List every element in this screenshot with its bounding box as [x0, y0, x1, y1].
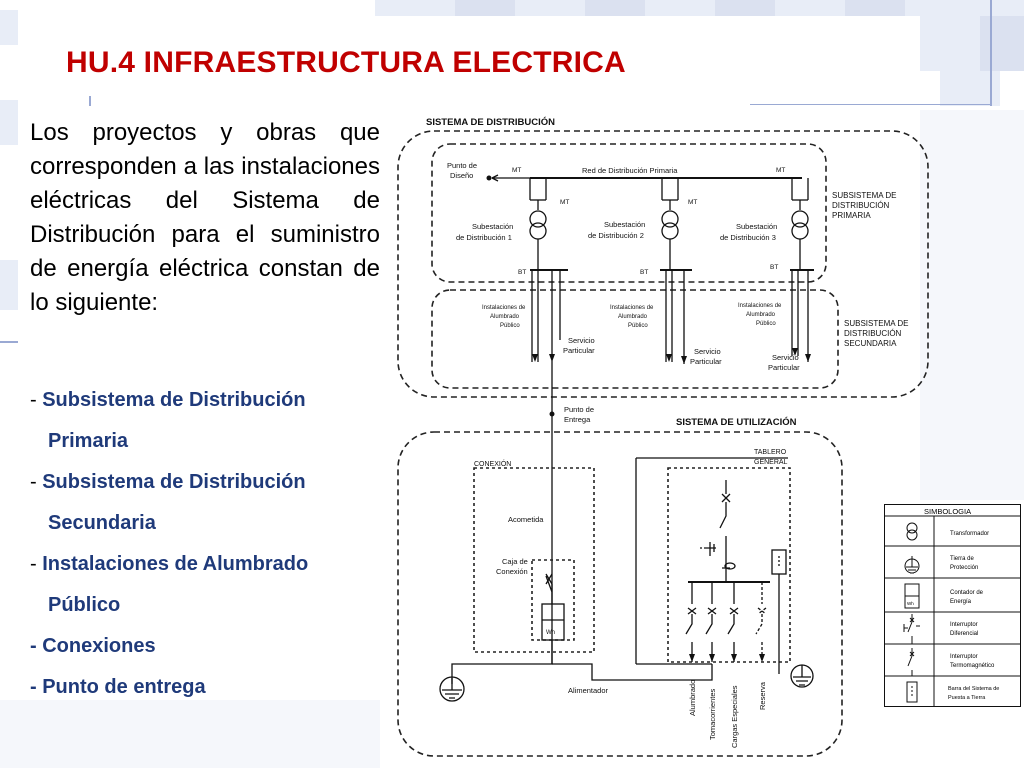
bt-label: BT — [518, 269, 526, 276]
list-item: - Conexiones — [30, 635, 156, 657]
primary-network-label: Red de Distribución Primaria — [582, 166, 678, 175]
substation-3-label: de Distribución 3 — [720, 233, 776, 242]
transformer-symbol — [791, 210, 809, 228]
electrical-diagram: SISTEMA DE DISTRIBUCIÓN SUBSISTEMA DE DI… — [397, 116, 929, 757]
legend-label: Diferencial — [950, 631, 978, 637]
mt-label: MT — [512, 167, 521, 174]
connection-box — [473, 467, 595, 653]
legend-label: Tierra de — [950, 556, 974, 562]
circuit-label-outlets: Tomacorrientes — [708, 688, 717, 740]
substation-2-label: de Distribución 2 — [588, 231, 644, 240]
legend-label: Puesta a Tierra — [948, 695, 986, 701]
meter-label: Wh — [546, 630, 555, 636]
ground-bar-icon — [906, 681, 918, 703]
differential-switch-icon — [903, 614, 920, 644]
public-lighting-label: Instalaciones de — [482, 305, 526, 311]
public-lighting-label: Público — [500, 323, 520, 329]
substation-3-label: Subestación — [736, 222, 777, 231]
primary-subsystem-border — [431, 143, 827, 283]
design-point-dot — [486, 175, 492, 181]
substation-1-label: Subestación — [472, 222, 513, 231]
public-lighting-label: Público — [756, 321, 776, 327]
legend-label: Protección — [950, 565, 978, 571]
list-item: - Punto de entrega — [30, 676, 206, 698]
public-lighting-label: Público — [628, 323, 648, 329]
secondary-subsystem-label-2: DISTRIBUCIÓN — [844, 329, 902, 338]
delivery-point-label: Punto de — [564, 405, 594, 414]
legend-label: Energía — [950, 599, 972, 605]
service-label: Servicio — [772, 353, 799, 362]
intro-paragraph: Los proyectos y obras que corresponden a… — [30, 119, 380, 316]
secondary-subsystem-label-1: SUBSISTEMA DE — [844, 319, 908, 328]
differential-switch — [700, 542, 716, 556]
legend-label: Interruptor — [950, 654, 978, 660]
junction-box-label: Conexión — [496, 567, 528, 576]
bt-label: BT — [640, 269, 648, 276]
mt-label: MT — [776, 167, 785, 174]
service-label: Servicio — [694, 347, 721, 356]
legend-label: Interruptor — [950, 622, 978, 628]
mt-label: MT — [688, 199, 697, 206]
substation-2-label: Subestación — [604, 220, 645, 229]
public-lighting-label: Alumbrado — [746, 312, 776, 318]
public-lighting-label: Instalaciones de — [610, 305, 654, 311]
feeder-label: Alimentador — [568, 686, 609, 695]
slide-title: HU.4 INFRAESTRUCTURA ELECTRICA — [66, 46, 626, 79]
circuit-label-special-loads: Cargas Especiales — [730, 685, 739, 748]
utilization-system-heading: SISTEMA DE UTILIZACIÓN — [676, 416, 797, 428]
primary-subsystem-label-1: SUBSISTEMA DE — [832, 191, 896, 200]
main-board-label: TABLERO — [754, 449, 787, 456]
primary-subsystem-label-3: PRIMARIA — [832, 211, 871, 220]
meter-icon-label: Wh — [907, 601, 914, 606]
main-board-box — [667, 467, 791, 663]
circuit-label-lighting: Alumbrado — [688, 680, 697, 716]
circuit-label-reserve: Reserva — [758, 681, 767, 710]
public-lighting-label: Instalaciones de — [738, 303, 782, 309]
delivery-point-label: Entrega — [564, 415, 591, 424]
service-entrance-label: Acometida — [508, 515, 544, 524]
delivery-point-dot — [549, 411, 555, 417]
primary-subsystem-label-2: DISTRIBUCIÓN — [832, 201, 890, 210]
service-label: Servicio — [568, 336, 595, 345]
mt-label: MT — [560, 199, 569, 206]
design-point-label-1: Punto de — [447, 161, 477, 170]
legend-label: Contador de — [950, 590, 984, 596]
junction-box — [531, 559, 575, 641]
circuit-breaker-icon — [907, 648, 915, 676]
substation-1-label: de Distribución 1 — [456, 233, 512, 242]
secondary-subsystem-border — [431, 289, 839, 389]
legend-label: Transformador — [950, 531, 989, 537]
main-board-label: GENERAL — [754, 459, 788, 466]
transformer-symbol — [661, 210, 679, 228]
distribution-system-heading: SISTEMA DE DISTRIBUCIÓN — [426, 116, 555, 128]
public-lighting-label: Alumbrado — [490, 314, 520, 320]
public-lighting-label: Alumbrado — [618, 314, 648, 320]
ground-symbol — [439, 676, 465, 702]
utilization-system-border — [397, 431, 843, 757]
energy-meter — [541, 603, 565, 641]
design-point-label-2: Diseño — [450, 171, 473, 180]
symbology-legend: SIMBOLOGIA Transformador Tierra de Prote… — [884, 504, 1021, 707]
transformer-icon — [906, 522, 918, 534]
connection-label: CONEXIÓN — [474, 459, 511, 468]
bt-label: BT — [770, 264, 778, 271]
legend-label: Barra del Sistema de — [948, 686, 999, 692]
service-label: Particular — [690, 357, 722, 366]
symbology-heading: SIMBOLOGIA — [924, 507, 971, 516]
transformer-symbol — [529, 210, 547, 228]
service-label: Particular — [768, 363, 800, 372]
distribution-system-border — [397, 130, 929, 398]
service-label: Particular — [563, 346, 595, 355]
junction-box-label: Caja de — [502, 557, 528, 566]
secondary-subsystem-label-3: SECUNDARIA — [844, 339, 897, 348]
legend-label: Termomagnético — [950, 663, 995, 669]
